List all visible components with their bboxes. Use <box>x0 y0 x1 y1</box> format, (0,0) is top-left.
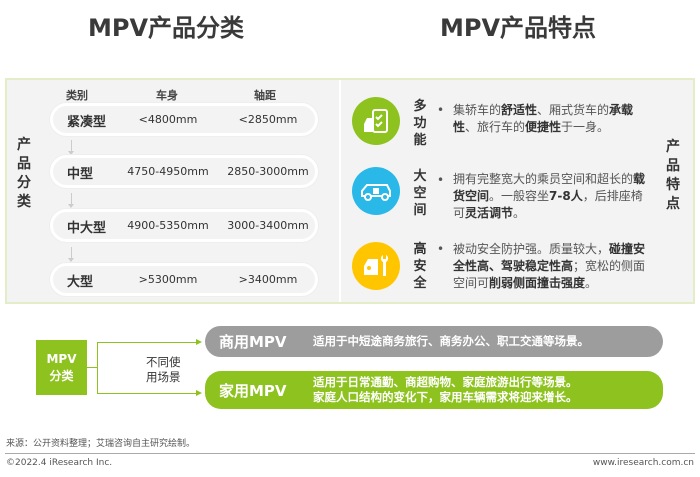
highlight-text: 7-8人 <box>549 189 583 203</box>
category: 中大型 <box>67 221 107 236</box>
header-category: 类别 <box>66 89 88 102</box>
feature-text: 集轿车的舒适性、厢式货车的承载性、旅行车的便捷性于一身。 <box>453 102 653 136</box>
text-segment: ；宽松的侧面空间可 <box>453 259 646 290</box>
text-segment: 。一般容坐 <box>489 189 550 203</box>
arrow-right-icon <box>196 339 202 345</box>
connector-line <box>97 393 197 394</box>
char: 多 <box>413 99 427 114</box>
text-segment: 拥有完整宽大的乘员空间和超长的 <box>453 172 634 186</box>
family-mpv-desc: 适用于日常通勤、商超购物、家庭旅游出行等场景。家庭人口结构的变化下，家用车辆需求… <box>313 375 578 405</box>
char: 全 <box>413 276 427 291</box>
highlight-text: 便捷性 <box>525 120 562 134</box>
highlight-text: 灵活调节 <box>465 206 514 220</box>
char: 产 <box>666 139 680 155</box>
connector-label: 不同使用场景 <box>146 355 181 385</box>
classification-side-label: 产 品 分 类 <box>16 136 32 212</box>
arrow-down-icon <box>68 247 74 262</box>
feature-label-multifunction: 多功能 <box>412 98 428 149</box>
highlight-text: 舒适性 <box>501 103 538 117</box>
car-space-icon <box>352 167 400 215</box>
text-segment: 集轿车的 <box>453 103 502 117</box>
footer-divider <box>5 453 695 454</box>
box-line: MPV <box>46 352 77 366</box>
arrow-down-icon <box>68 193 74 208</box>
char: 间 <box>413 203 427 218</box>
text-segment: 、旅行车的 <box>465 120 526 134</box>
source-note: 来源：公开资料整理；艾瑞咨询自主研究绘制。 <box>6 439 196 449</box>
wheelbase: 2850-3000mm <box>227 165 309 178</box>
highlight-text: 载货空间 <box>453 172 646 203</box>
char: 特 <box>666 177 680 193</box>
char: 品 <box>17 156 31 172</box>
commercial-mpv-desc: 适用于中短途商务旅行、商务办公、职工交通等场景。 <box>313 334 589 348</box>
car-wrench-icon <box>352 242 400 290</box>
char: 类 <box>17 194 31 210</box>
char: 大 <box>413 169 427 184</box>
desc-line: 家庭人口结构的变化下，家用车辆需求将迎来增长。 <box>313 390 578 404</box>
wheelbase: >3400mm <box>238 273 298 286</box>
website-link[interactable]: www.iresearch.com.cn <box>592 458 694 468</box>
panel-divider <box>339 80 341 302</box>
table-row: 大型 >5300mm >3400mm <box>50 263 318 296</box>
category: 中型 <box>67 167 94 182</box>
wheelbase: <2850mm <box>238 113 298 126</box>
char: 点 <box>666 196 680 212</box>
label-line: 用场景 <box>146 370 181 384</box>
text-segment: 。 <box>513 206 526 220</box>
clipboard-car-icon <box>352 97 400 145</box>
highlight-text: 削弱侧面撞击强度 <box>489 276 586 290</box>
wheelbase: 3000-3400mm <box>227 219 309 232</box>
char: 分 <box>17 175 31 191</box>
text-segment: 被动安全防护强。质量较大， <box>453 242 610 256</box>
mpv-category-box: MPV 分类 <box>36 340 87 395</box>
char: 空 <box>413 186 427 201</box>
connector-line <box>87 367 97 368</box>
char: 品 <box>666 158 680 174</box>
features-side-label: 产 品 特 点 <box>665 138 681 214</box>
text-segment: ，后排座椅可 <box>453 189 643 220</box>
desc-line: 适用于日常通勤、商超购物、家庭旅游出行等场景。 <box>313 375 578 389</box>
body-length: >5300mm <box>138 273 198 286</box>
commercial-mpv-pill: 商用MPV 适用于中短途商务旅行、商务办公、职工交通等场景。 <box>205 326 663 357</box>
bullet: • <box>437 242 445 256</box>
category: 大型 <box>67 275 94 290</box>
table-row: 中大型 4900-5350mm 3000-3400mm <box>50 209 318 242</box>
commercial-mpv-name: 商用MPV <box>219 333 287 351</box>
header-wheelbase: 轴距 <box>254 89 276 102</box>
family-mpv-name: 家用MPV <box>219 382 287 400</box>
connector-line <box>97 342 98 394</box>
table-row: 紧凑型 <4800mm <2850mm <box>50 103 318 136</box>
table-row: 中型 4750-4950mm 2850-3000mm <box>50 155 318 188</box>
connector-line <box>97 342 197 343</box>
highlight-text: 碰撞安全性高、驾驶稳定性高 <box>453 242 646 273</box>
feature-label-space: 大空间 <box>412 168 428 219</box>
category: 紧凑型 <box>67 115 107 130</box>
bullet: • <box>437 103 445 117</box>
char: 安 <box>413 259 427 274</box>
left-title: MPV产品分类 <box>88 14 245 42</box>
char: 高 <box>413 242 427 257</box>
copyright: ©2022.4 iResearch Inc. <box>6 458 113 468</box>
char: 能 <box>413 133 427 148</box>
body-length: <4800mm <box>138 113 198 126</box>
body-length: 4900-5350mm <box>127 219 209 232</box>
char: 功 <box>413 116 427 131</box>
arrow-right-icon <box>196 390 202 396</box>
family-mpv-pill: 家用MPV 适用于日常通勤、商超购物、家庭旅游出行等场景。家庭人口结构的变化下，家… <box>205 371 663 409</box>
text-segment: 、厢式货车的 <box>537 103 610 117</box>
label-line: 不同使 <box>146 355 181 369</box>
feature-text: 拥有完整宽大的乘员空间和超长的载货空间。一般容坐7-8人，后排座椅可灵活调节。 <box>453 171 653 222</box>
feature-text: 被动安全防护强。质量较大，碰撞安全性高、驾驶稳定性高；宽松的侧面空间可削弱侧面撞… <box>453 241 653 292</box>
text-segment: 。 <box>585 276 598 290</box>
char: 产 <box>17 137 31 153</box>
feature-label-safety: 高安全 <box>412 241 428 292</box>
highlight-text: 承载性 <box>453 103 634 134</box>
arrow-down-icon <box>68 140 74 155</box>
header-body: 车身 <box>156 89 178 102</box>
box-line: 分类 <box>49 369 74 383</box>
right-title: MPV产品特点 <box>440 14 597 42</box>
bullet: • <box>437 173 445 187</box>
body-length: 4750-4950mm <box>127 165 209 178</box>
text-segment: 于一身。 <box>561 120 610 134</box>
